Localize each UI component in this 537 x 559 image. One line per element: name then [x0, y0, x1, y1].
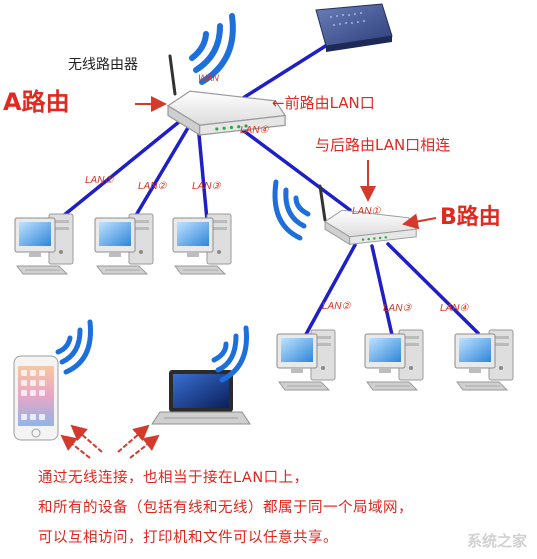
a-lan4-label: LAN④: [240, 125, 269, 136]
desktop-computer-a2: [94, 213, 154, 275]
desktop-computer-b4: [454, 329, 514, 391]
wan-label: WAN: [198, 73, 219, 83]
a-lan1-label: LAN①: [85, 175, 114, 186]
a-lan2-label: LAN②: [138, 181, 167, 192]
cable-a-lan4: [230, 120, 352, 212]
caption-line-3: 可以互相访问，打印机和文件可以任意共享。: [38, 530, 338, 546]
b-lan2-label: LAN②: [322, 301, 351, 312]
a-lan3-label: LAN③: [192, 181, 221, 192]
b-lan4-label: LAN④: [440, 303, 469, 314]
desktop-computer-icon: [454, 329, 514, 391]
router-b-wifi-signal-icon: [272, 179, 311, 241]
cable-wan-modem: [241, 38, 337, 100]
caption-line-1: 通过无线连接，也相当于接在LAN口上，: [38, 470, 309, 486]
cables: [56, 38, 480, 340]
desktop-computer-icon: [364, 329, 424, 391]
desktop-computer-a3: [172, 213, 232, 275]
watermark: 系统之家: [466, 532, 527, 550]
desktop-computer-icon: [14, 213, 74, 275]
annotation-arrows: [60, 96, 437, 459]
wireless-router-label: 无线路由器: [68, 57, 138, 73]
router-b-antenna: [318, 184, 327, 222]
cable-b-lan2: [302, 243, 357, 340]
connect-rear-lan-label: 与后路由LAN口相连: [315, 136, 450, 154]
desktop-computer-b2: [276, 329, 336, 391]
caption-line-2: 和所有的设备（包括有线和无线）都属于同一个局域网，: [38, 500, 413, 516]
router-a: [167, 13, 286, 136]
desktop-computer-icon: [172, 213, 232, 275]
cable-b-lan4: [386, 242, 480, 335]
a-router-label: A路由: [3, 88, 70, 116]
cable-b-lan3: [370, 244, 394, 337]
desktop-computer-icon: [276, 329, 336, 391]
router-a-antenna: [168, 54, 177, 96]
router-b: [272, 179, 417, 245]
front-router-lan-label: ←前路由LAN口: [272, 94, 375, 112]
b-router-label: B路由: [440, 204, 501, 230]
laptop-wifi-signal-icon: [211, 325, 249, 383]
cable-a-lan3: [196, 122, 209, 222]
b-lan1-label: LAN①: [352, 206, 381, 217]
desktop-computer-b3: [364, 329, 424, 391]
smartphone-icon: [13, 355, 59, 441]
laptop-icon: [151, 370, 251, 425]
desktop-computer-a1: [14, 213, 74, 275]
desktop-computer-icon: [94, 213, 154, 275]
router-a-wifi-signal-icon: [189, 13, 236, 85]
b-lan3-label: LAN③: [383, 303, 412, 314]
cable-a-lan2: [130, 119, 194, 224]
modem-icon: [315, 3, 393, 52]
cable-a-lan1: [56, 115, 187, 222]
phone-wifi-signal-icon: [55, 319, 93, 375]
